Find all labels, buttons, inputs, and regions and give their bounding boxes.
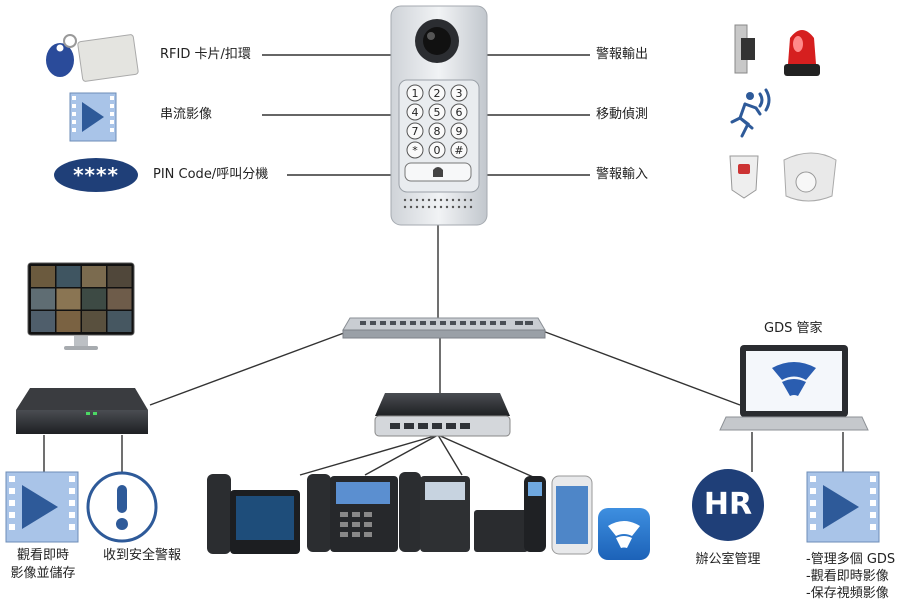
label-gds-manager: GDS 管家 (764, 321, 823, 336)
keypad-key[interactable] (450, 84, 468, 102)
security-alert-icon (86, 471, 158, 543)
watch-video-icon (5, 471, 79, 543)
label-security-alarm: 收到安全警報 (102, 548, 181, 563)
keypad-key[interactable] (428, 84, 446, 102)
keypad-key[interactable] (428, 122, 446, 140)
smartphone (551, 475, 593, 555)
keypad-key[interactable] (406, 84, 424, 102)
gs-wave-app-icon (598, 508, 650, 560)
pin-mask-text: **** (73, 163, 119, 187)
keypad-key-label: * (412, 144, 418, 157)
nvr-recorder (16, 388, 148, 434)
keypad-key-label: 4 (412, 106, 419, 119)
door-intercom-station: 1 2 3 4 5 6 7 8 9 * 0 # (390, 5, 488, 226)
label-office-management: 辦公室管理 (695, 552, 761, 567)
keypad-key-label: 1 (412, 87, 419, 100)
keypad-key-label: 9 (456, 125, 463, 138)
keypad-key[interactable] (450, 141, 468, 159)
watch-store-line: 觀看即時 (16, 548, 69, 563)
label-pin-code: PIN Code/呼叫分機 (153, 167, 269, 182)
keypad-key[interactable] (428, 103, 446, 121)
label-alarm-input: 警報輸入 (596, 167, 649, 182)
rfid-card-icon (46, 34, 139, 82)
keypad-key[interactable] (406, 122, 424, 140)
motion-sensor-icon (729, 155, 759, 199)
dect-handset (524, 476, 546, 552)
pin-code-icon (54, 158, 138, 192)
pir-sensor-icon (783, 152, 837, 202)
camera-feed-tile (56, 266, 81, 287)
keypad-key-label: 3 (456, 87, 463, 100)
motion-detection-icon (730, 88, 771, 138)
gds-video-icon (806, 471, 880, 543)
camera-feed-tile (56, 311, 81, 332)
gds-feature-line: -管理多個 GDS (806, 552, 896, 567)
network-switch (342, 317, 546, 339)
label-gds-features: -管理多個 GDS -觀看即時影像 -保存視頻影像 (806, 551, 895, 602)
keypad-key[interactable] (450, 122, 468, 140)
camera-feed-tile (107, 266, 132, 287)
camera-feed-tile (107, 311, 132, 332)
keypad-key[interactable] (450, 103, 468, 121)
keypad-key-label: 7 (412, 125, 419, 138)
ip-phone-3 (399, 472, 470, 552)
watch-store-line: 影像並儲存 (10, 566, 76, 581)
ip-phone-2 (307, 474, 398, 552)
camera-feed-tile (31, 311, 55, 332)
label-motion-detection: 移動偵測 (596, 107, 649, 122)
label-watch-store: 觀看即時 影像並儲存 (0, 547, 86, 583)
keypad-key-label: 6 (456, 106, 463, 119)
camera-feed-tile (56, 288, 81, 310)
streaming-video-icon (69, 92, 117, 142)
keypad-key-label: 0 (434, 144, 441, 157)
laptop (719, 345, 869, 431)
keypad-key-label: 2 (434, 87, 441, 100)
hr-badge-icon (692, 469, 764, 541)
keypad-key-label: 5 (434, 106, 441, 119)
ip-pbx-appliance (374, 393, 511, 437)
keypad-key[interactable] (428, 141, 446, 159)
label-alarm-output: 警報輸出 (596, 47, 649, 62)
camera-feed-tile (82, 311, 106, 332)
gds-feature-line: -觀看即時影像 (806, 569, 889, 584)
camera-feed-tile (82, 288, 106, 310)
keypad-key-label: # (454, 144, 463, 157)
label-rfid: RFID 卡片/扣環 (160, 47, 251, 62)
keypad-key-label: 8 (434, 125, 441, 138)
video-wall-monitor (27, 262, 135, 350)
label-streaming: 串流影像 (160, 107, 213, 122)
door-lock-icon (734, 24, 755, 74)
gds-feature-line: -保存視頻影像 (806, 586, 889, 601)
keypad: 1 2 3 4 5 6 7 8 9 * 0 # (406, 84, 468, 159)
keypad-key[interactable] (406, 141, 424, 159)
keypad-key[interactable] (406, 103, 424, 121)
camera-feed-tile (31, 266, 55, 287)
ata-adapter (474, 510, 528, 552)
camera-feed-tile (31, 288, 55, 310)
camera-feed-tile (82, 266, 106, 287)
connection-lines (43, 54, 844, 481)
siren-icon (784, 30, 820, 76)
video-phone-1 (207, 474, 300, 554)
camera-feed-tile (107, 288, 132, 310)
hr-text: HR (703, 487, 753, 522)
